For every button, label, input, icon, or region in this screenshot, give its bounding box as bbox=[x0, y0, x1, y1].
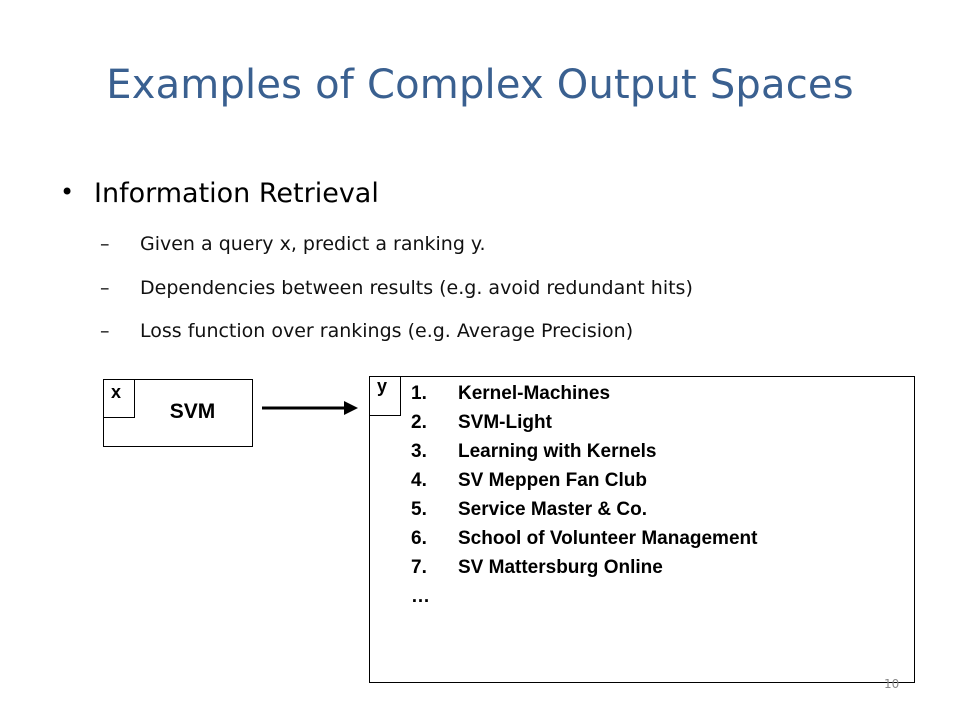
list-item: 5. Service Master & Co. bbox=[411, 498, 757, 527]
sub-bullet-3: – Loss function over rankings (e.g. Avera… bbox=[100, 320, 633, 342]
list-item: 1. Kernel-Machines bbox=[411, 382, 757, 411]
list-item: 7. SV Mattersburg Online bbox=[411, 556, 757, 585]
page-number: 10 bbox=[884, 677, 900, 691]
list-item: 2. SVM-Light bbox=[411, 411, 757, 440]
main-bullet-text: Information Retrieval bbox=[94, 178, 379, 209]
ranking-list: 1. Kernel-Machines 2. SVM-Light 3. Learning… bbox=[411, 382, 757, 614]
rank-number: 1. bbox=[411, 383, 427, 404]
sub-bullet-text: Given a query x, predict a ranking y. bbox=[140, 233, 486, 255]
rank-text: Service Master & Co. bbox=[458, 499, 648, 520]
list-item: 4. SV Meppen Fan Club bbox=[411, 469, 757, 498]
svm-label: SVM bbox=[169, 400, 216, 423]
slide-title: Examples of Complex Output Spaces bbox=[106, 62, 854, 108]
rank-number: 7. bbox=[411, 557, 427, 578]
sub-bullet-1: – Given a query x, predict a ranking y. bbox=[100, 233, 486, 255]
rank-number: 5. bbox=[411, 499, 427, 520]
sub-bullet-text: Dependencies between results (e.g. avoid… bbox=[140, 277, 693, 299]
rank-text: SV Meppen Fan Club bbox=[458, 470, 647, 491]
input-x-label: x bbox=[111, 382, 122, 402]
sub-bullet-marker: – bbox=[100, 277, 110, 299]
sub-bullet-2: – Dependencies between results (e.g. avoi… bbox=[100, 277, 693, 299]
rank-text: Kernel-Machines bbox=[458, 383, 611, 404]
sub-bullet-text: Loss function over rankings (e.g. Averag… bbox=[140, 320, 634, 342]
svm-box bbox=[103, 379, 253, 447]
rank-text: SVM-Light bbox=[458, 412, 552, 433]
list-item: 3. Learning with Kernels bbox=[411, 440, 757, 469]
ellipsis: … bbox=[411, 586, 430, 607]
rank-number: 3. bbox=[411, 441, 427, 462]
rank-text: SV Mattersburg Online bbox=[458, 557, 663, 578]
rank-number: 4. bbox=[411, 470, 427, 491]
list-item: 6. School of Volunteer Management bbox=[411, 527, 757, 556]
ranking-output-box bbox=[369, 376, 915, 683]
output-y-label: y bbox=[377, 376, 388, 396]
bullet-marker: • bbox=[60, 178, 75, 206]
rank-number: 2. bbox=[411, 412, 427, 433]
rank-text: Learning with Kernels bbox=[458, 441, 657, 462]
main-bullet: • Information Retrieval bbox=[60, 178, 379, 209]
rank-text: School of Volunteer Management bbox=[458, 528, 758, 549]
input-x-box bbox=[103, 379, 135, 418]
list-item-ellipsis: … bbox=[411, 585, 757, 614]
right-arrow-icon bbox=[262, 401, 358, 415]
rank-number: 6. bbox=[411, 528, 427, 549]
sub-bullet-marker: – bbox=[100, 320, 110, 342]
sub-bullet-marker: – bbox=[100, 233, 110, 255]
output-y-box bbox=[369, 376, 401, 416]
